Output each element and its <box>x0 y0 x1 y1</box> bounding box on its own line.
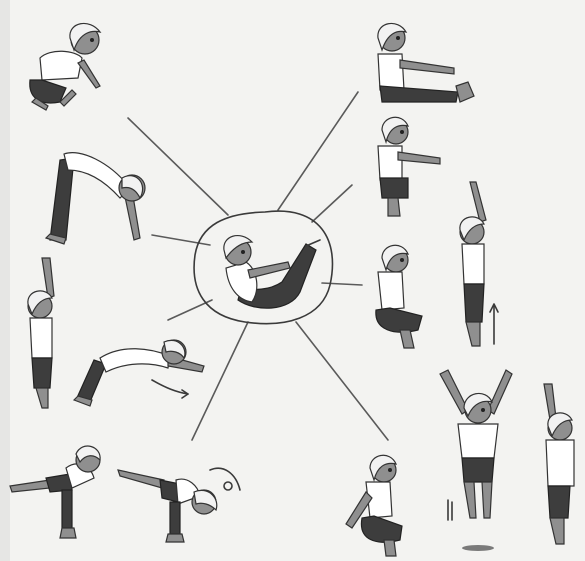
scan-edge <box>0 0 10 561</box>
shadow <box>462 545 494 551</box>
